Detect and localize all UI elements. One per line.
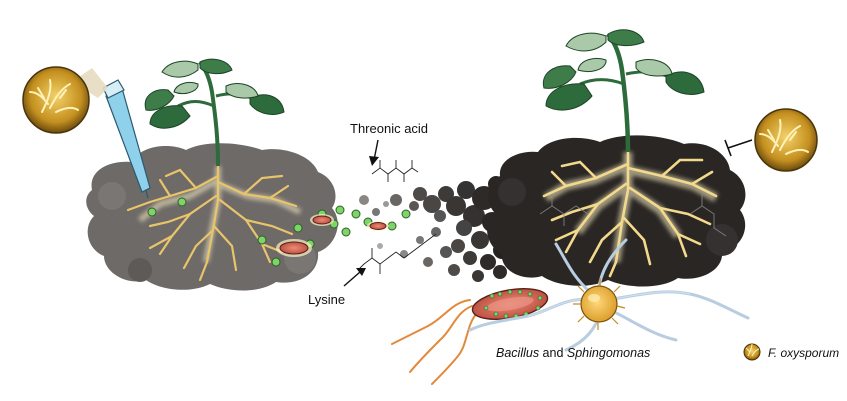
bacillus-cell [391,288,549,385]
arrow-icon [369,139,379,166]
lysine-structure [357,233,437,274]
sphingomonas-label: Sphingomonas [566,346,651,360]
pipette-icon [102,79,151,199]
bacteria-connector: and [539,346,567,360]
bacteria-label: Bacillus and Sphingomonas [496,346,650,360]
arrow-icon-lysine [343,268,366,287]
right-plant [542,29,705,153]
fungus-pathogen-icon-right [754,108,818,172]
right-root-system [542,148,719,278]
lysine-label: Lysine [308,292,346,307]
legend-fungus-icon [743,343,761,361]
left-plant [144,58,285,167]
molecule-overlay-right [539,194,727,237]
inhibition-icon [724,139,753,157]
threonic-acid-structure [371,160,419,182]
bacillus-label: Bacillus [496,346,540,360]
fungus-pathogen-icon [22,66,108,134]
sphingomonas-cell [468,238,750,352]
legend-pathogen-label: F. oxysporum [768,346,840,360]
threonic-acid-label: Threonic acid [350,121,429,136]
soil-bacteria-small [276,214,389,257]
